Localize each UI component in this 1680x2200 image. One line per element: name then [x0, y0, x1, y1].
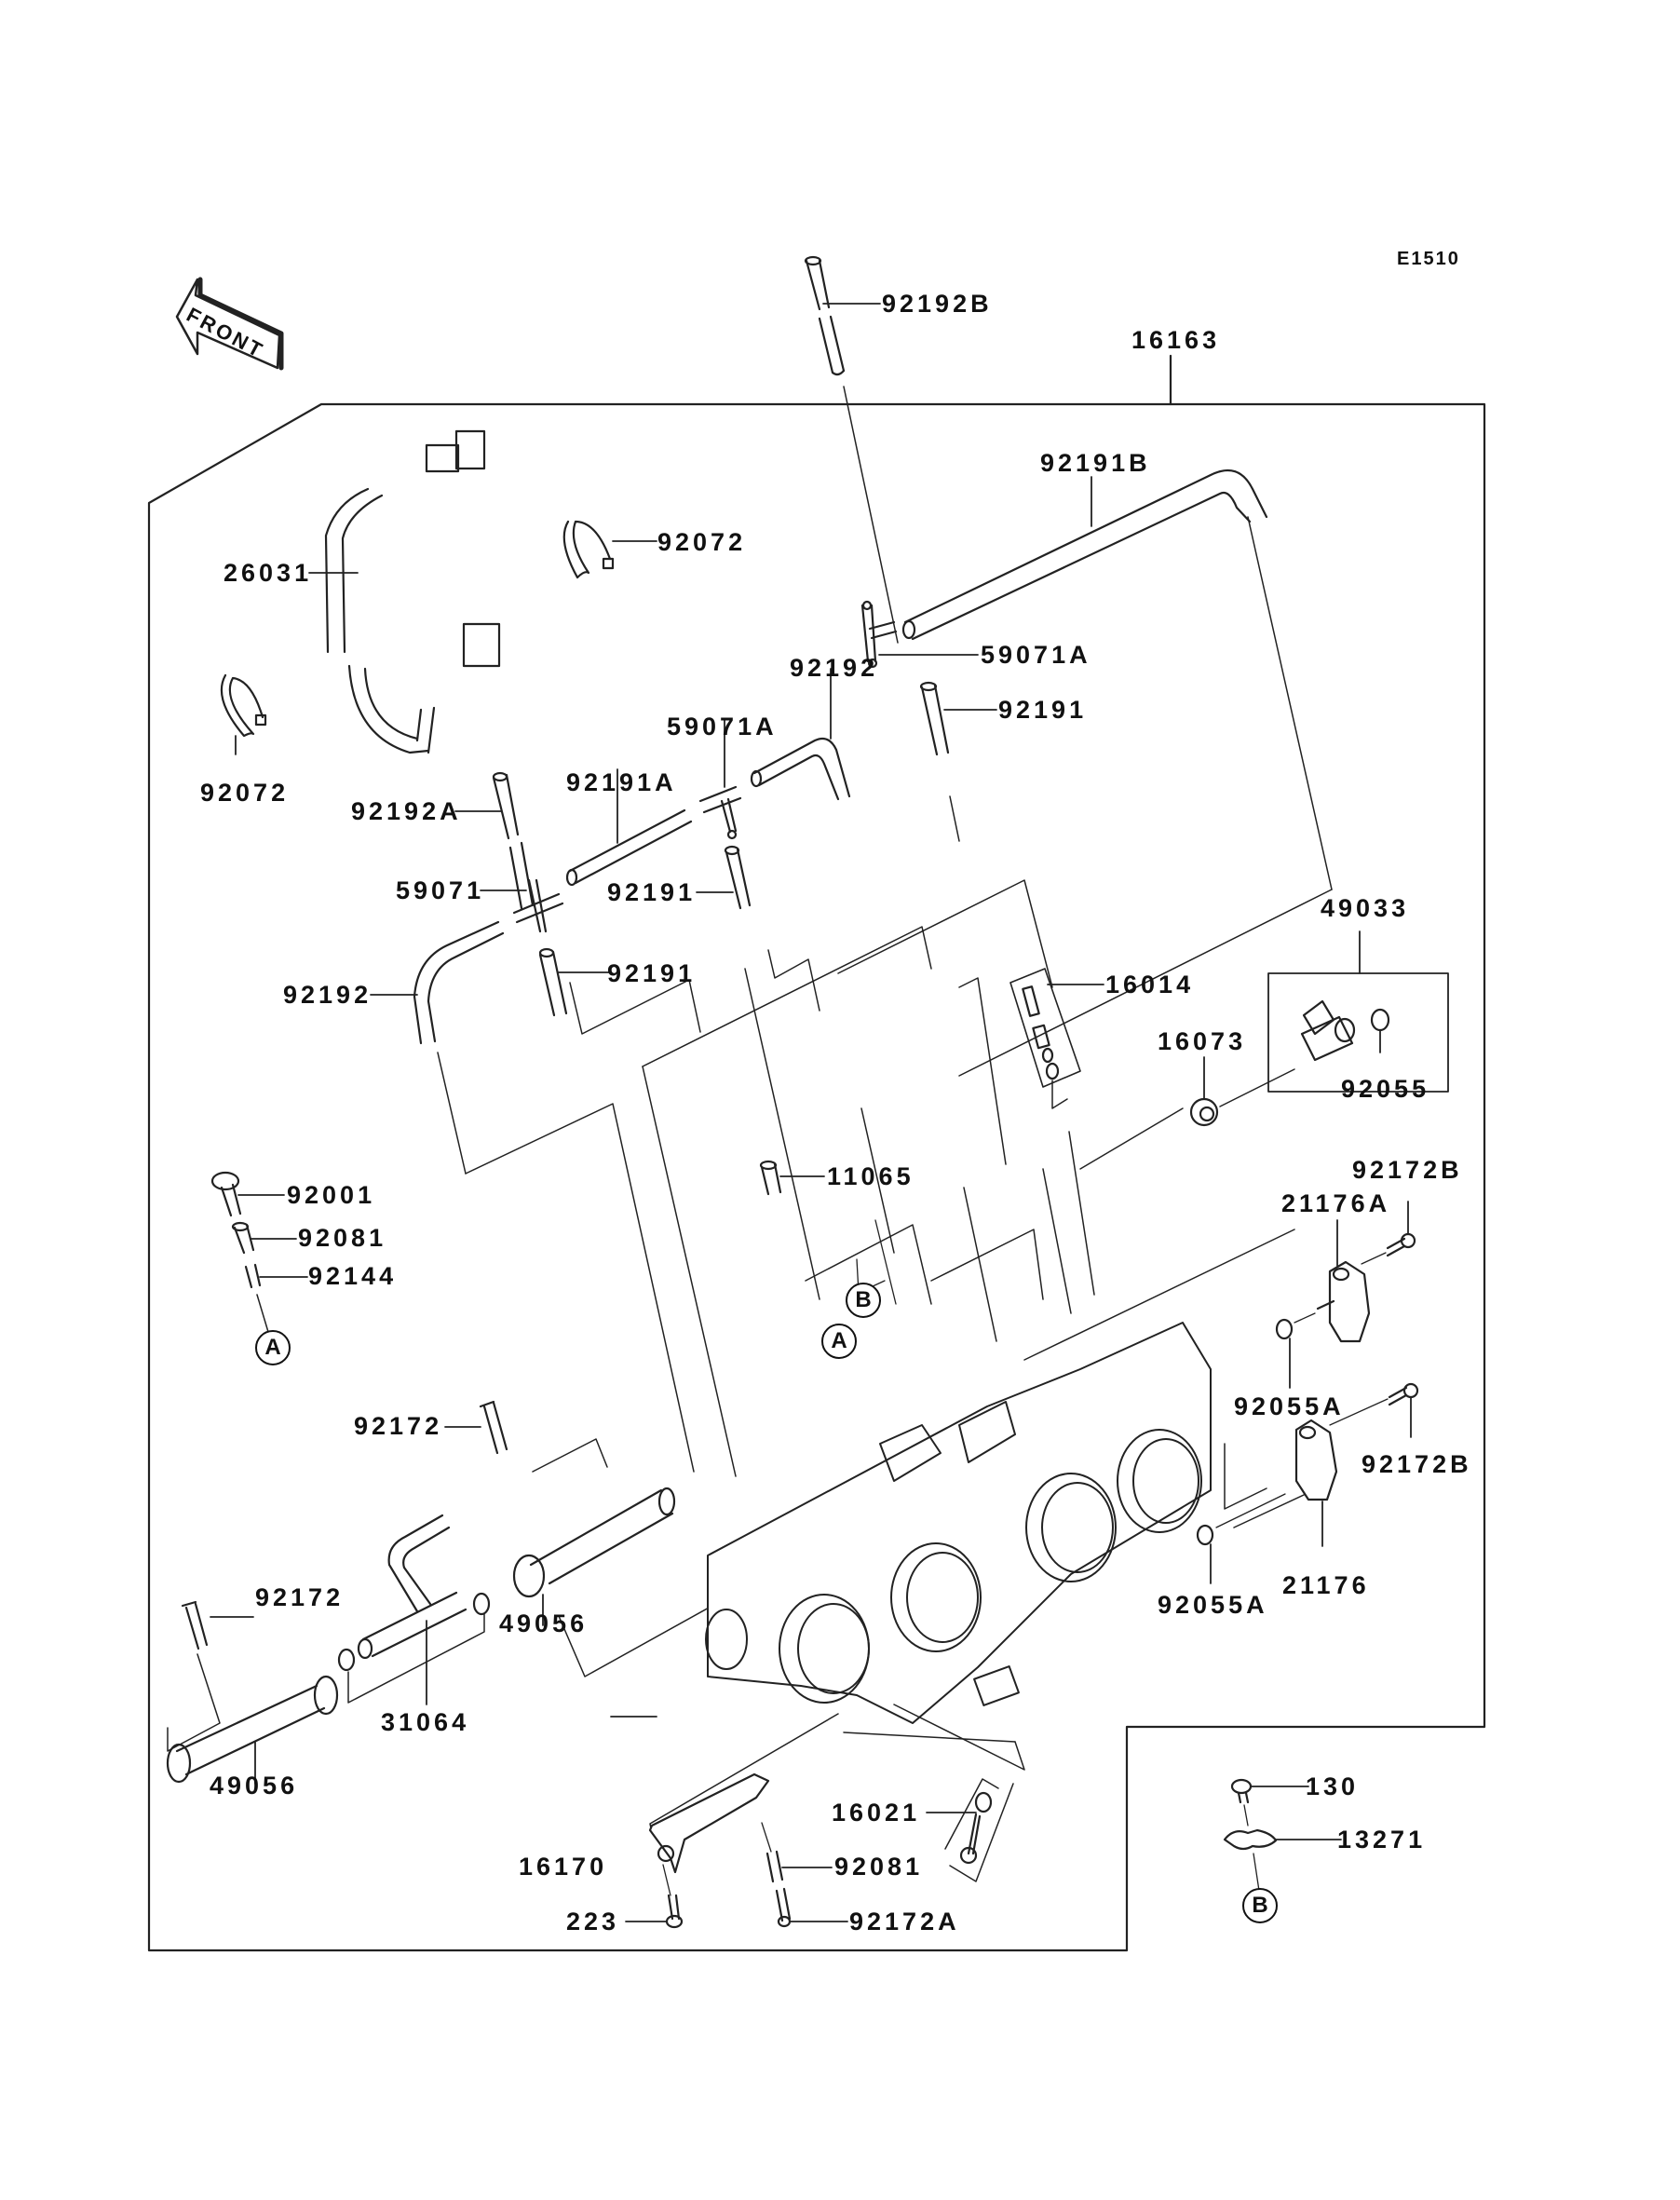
- label-92055a-upper: 92055A: [1234, 1392, 1345, 1420]
- front-arrow-icon: [175, 277, 284, 371]
- screw-kit-16014-icon: [1009, 968, 1081, 1088]
- screw-92172-upper-icon: [479, 1400, 508, 1455]
- label-92192b: 92192B: [882, 290, 993, 318]
- ref-marker-a-left: A: [255, 1330, 291, 1365]
- label-21176a: 21176A: [1281, 1189, 1391, 1217]
- ref-marker-a-mid: A: [821, 1324, 857, 1359]
- label-13271: 13271: [1337, 1826, 1427, 1854]
- screw-92172-lower-icon: [181, 1600, 209, 1650]
- bolt-92001-icon: [210, 1171, 242, 1217]
- hose-92192-mid-icon: [750, 737, 851, 801]
- label-92192-mid: 92192: [790, 654, 879, 682]
- label-59071a-mid: 59071A: [667, 713, 778, 740]
- hose-92191b-icon: [901, 469, 1268, 641]
- hose-92191-right-icon: [919, 681, 950, 756]
- label-92191a: 92191A: [566, 768, 677, 796]
- label-21176: 21176: [1282, 1571, 1370, 1599]
- o-ring-92055a-lower-icon: [1196, 1524, 1214, 1546]
- sensor-21176a-icon: [1316, 1260, 1371, 1343]
- spring-92081-bottom-icon: [765, 1850, 784, 1883]
- spring-92144-icon: [244, 1263, 262, 1289]
- hose-92191a-icon: [565, 808, 693, 887]
- label-92191-right: 92191: [998, 696, 1088, 724]
- label-92055: 92055: [1341, 1075, 1430, 1103]
- ref-marker-b-bottom: B: [1242, 1888, 1278, 1923]
- label-92191-lower: 92191: [607, 959, 697, 987]
- kit-box-49033: [1267, 972, 1449, 1093]
- ref-marker-b-mid: B: [846, 1283, 881, 1318]
- label-223: 223: [566, 1908, 620, 1935]
- hose-92192a-icon: [492, 771, 535, 910]
- sensor-49033-icon: [1300, 999, 1356, 1062]
- o-ring-right-icon: [472, 1592, 491, 1616]
- o-ring-92055a-upper-icon: [1275, 1318, 1294, 1340]
- fuel-rail-left-icon: [166, 1675, 339, 1784]
- o-ring-left-icon: [337, 1648, 356, 1672]
- label-92191b: 92191B: [1040, 449, 1151, 477]
- diagram-code: E1510: [1397, 249, 1460, 269]
- spring-92081-icon: [231, 1221, 255, 1255]
- label-16021: 16021: [832, 1799, 921, 1827]
- label-26031: 26031: [224, 559, 313, 587]
- label-92192a: 92192A: [351, 797, 462, 825]
- label-16170: 16170: [519, 1853, 608, 1881]
- explode-lines: [437, 516, 1333, 1834]
- label-11065: 11065: [827, 1162, 915, 1190]
- harness-26031-icon: [324, 429, 501, 754]
- fuel-rail-right-icon: [512, 1487, 676, 1598]
- label-92192-left: 92192: [283, 981, 373, 1009]
- label-92081: 92081: [298, 1224, 387, 1252]
- label-49033: 49033: [1321, 894, 1410, 922]
- screw-92172a-icon: [775, 1887, 792, 1928]
- label-92072-lower: 92072: [200, 779, 290, 807]
- label-92001: 92001: [287, 1181, 376, 1209]
- sensor-21176-icon: [1294, 1419, 1338, 1501]
- assembly-outline: [147, 402, 1486, 1952]
- hose-92192b-icon: [804, 255, 899, 644]
- cross-joint-icon: [512, 878, 564, 933]
- nut-16073-icon: [1189, 1097, 1219, 1127]
- cable-band-upper-icon: [562, 520, 615, 579]
- label-16014: 16014: [1105, 971, 1195, 998]
- label-92072-upper: 92072: [657, 528, 747, 556]
- idle-screw-16021-icon: [944, 1778, 1014, 1882]
- label-92172b-lower: 92172B: [1362, 1450, 1472, 1478]
- label-92172-lower: 92172: [255, 1583, 345, 1611]
- label-92081-bottom: 92081: [834, 1853, 924, 1881]
- screw-92172b-lower-icon: [1388, 1382, 1419, 1406]
- plate-13271-icon: [1223, 1828, 1278, 1851]
- label-49056-left: 49056: [210, 1772, 299, 1799]
- label-59071: 59071: [396, 876, 485, 904]
- label-31064: 31064: [381, 1708, 470, 1736]
- hose-92191-lower-icon: [538, 947, 568, 1017]
- label-92144: 92144: [308, 1262, 398, 1290]
- label-16073: 16073: [1158, 1027, 1247, 1055]
- hose-92191-mid-icon: [724, 845, 752, 910]
- joint-pipe-31064-icon: [357, 1514, 467, 1660]
- label-59071a-right: 59071A: [981, 641, 1091, 669]
- cable-band-lower-icon: [220, 673, 267, 738]
- throttle-body-icon: [705, 1322, 1212, 1724]
- t-joint-mid-icon: [698, 785, 742, 840]
- throttle-lever-16170-icon: [648, 1772, 770, 1874]
- label-92172a: 92172A: [849, 1908, 960, 1935]
- screw-223-icon: [665, 1894, 684, 1929]
- label-16163: 16163: [1131, 326, 1221, 354]
- label-130: 130: [1306, 1772, 1360, 1800]
- t-joint-right-icon: [860, 600, 898, 669]
- label-92172-upper: 92172: [354, 1412, 443, 1440]
- label-92191-mid: 92191: [607, 878, 697, 906]
- cap-11065-icon: [759, 1160, 782, 1196]
- label-92055a-lower: 92055A: [1158, 1591, 1268, 1619]
- label-49056-right: 49056: [499, 1609, 589, 1637]
- screw-92172b-upper-icon: [1386, 1232, 1416, 1257]
- bolt-130-icon: [1230, 1778, 1253, 1804]
- o-ring-92055-icon: [1370, 1008, 1390, 1032]
- label-92172b-upper: 92172B: [1352, 1156, 1463, 1184]
- hose-92192-left-icon: [413, 920, 505, 1045]
